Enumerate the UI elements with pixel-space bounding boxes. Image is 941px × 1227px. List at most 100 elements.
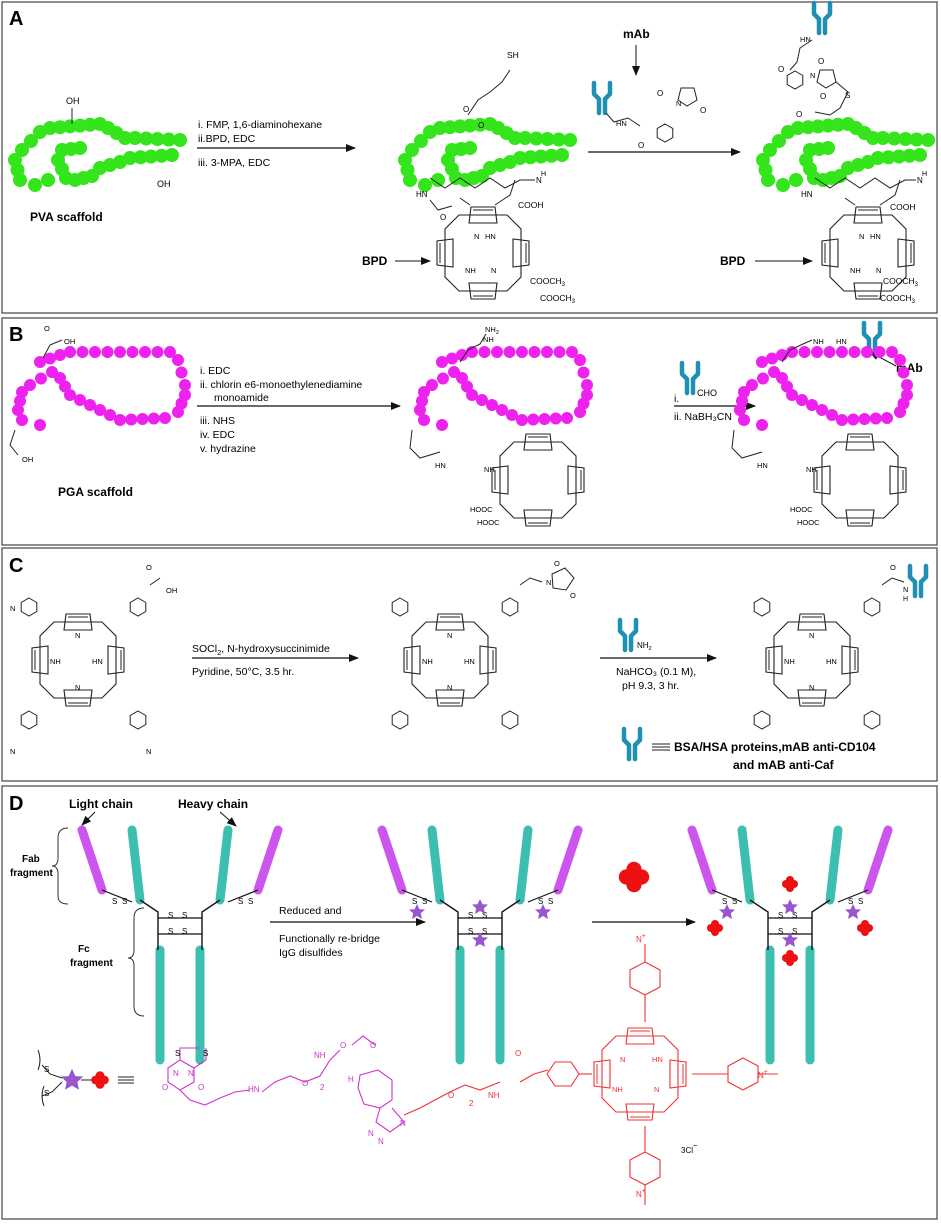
d-link-s2: S (203, 1049, 208, 1058)
pyridyl-porphyrin-3: NH HN N N (765, 613, 859, 707)
scaffold-bead (172, 406, 184, 418)
c1-pyr-n1: N (10, 604, 15, 613)
a-step-3: iii. 3-MPA, EDC (198, 157, 271, 169)
scaffold-bead (12, 404, 24, 416)
igg-chain-part (127, 825, 145, 905)
scaffold-bead (555, 148, 569, 162)
disulfide-s: S (182, 927, 187, 936)
star-icon (409, 904, 425, 919)
scaffold-bead (398, 153, 412, 167)
scaffold-bead (738, 386, 750, 398)
scaffold-bead (28, 178, 42, 192)
bpd-label-1: BPD (362, 254, 388, 268)
panel-a-label: A (9, 8, 23, 30)
red-cluster-icon (782, 876, 798, 892)
scaffold-bead (811, 119, 825, 134)
scaffold-bead (151, 346, 164, 358)
scaffold-bead (173, 133, 187, 147)
d-link-n3: N (368, 1129, 374, 1138)
scaffold-bead (541, 346, 553, 358)
scaffold-bead (463, 118, 477, 133)
scaffold-bead (756, 153, 770, 167)
scaffold-bead (528, 346, 541, 358)
scaffold-bead (756, 356, 768, 368)
c1-cooh-bond (149, 577, 161, 586)
hydrazide-nh2: NH2 (485, 325, 499, 336)
maleimide-o3: O (700, 106, 706, 115)
heavy-chain-pointer (219, 811, 237, 827)
h-a: H (541, 171, 546, 178)
antibody-icon (682, 363, 698, 393)
scaffold-bead (563, 133, 577, 147)
disulfide-s: S (538, 897, 543, 906)
scaffold-bead (14, 395, 26, 407)
final-a-succ (816, 69, 837, 89)
scaffold-bead (491, 346, 503, 358)
scaffold-bead (866, 131, 880, 145)
c3-hn: HN (826, 657, 837, 666)
panel-d: D Light chain Heavy chain Fab fragment F… (1, 785, 938, 1220)
scaffold-bead (76, 346, 89, 358)
a-step-1: i. FMP, 1,6-diaminohexane (198, 119, 322, 131)
scaffold-bead (887, 131, 902, 146)
d-link-hn: HN (248, 1085, 260, 1094)
scaffold-bead (125, 413, 138, 426)
scaffold-bead (24, 134, 38, 148)
d-por-hn: HN (652, 1055, 663, 1064)
scaffold-bead (789, 173, 803, 187)
disulfide-s: S (548, 897, 553, 906)
bpd2-n1: N (859, 232, 864, 241)
c3-h: H (903, 596, 908, 603)
scaffold-bead (831, 117, 845, 132)
scaffold-bead (534, 149, 548, 164)
panel-c-label: C (9, 555, 23, 577)
disulfide-s: S (468, 911, 473, 920)
pga-scaffold-chain (12, 346, 191, 431)
c2-pyridine-1 (391, 597, 409, 617)
scaffold-bead (437, 372, 449, 385)
red-cluster-icon (782, 950, 798, 966)
pga-oh-top: OH (64, 337, 75, 346)
fab-label-2: fragment (10, 868, 53, 879)
thiol-linker (467, 69, 511, 116)
scaffold-bead (443, 120, 457, 135)
scaffold-bead (738, 414, 750, 426)
igg-chain-part (768, 917, 812, 935)
scaffold-bead (133, 150, 148, 165)
scaffold-bead (154, 148, 169, 163)
ester-o: O (463, 105, 469, 114)
star-icon (535, 904, 551, 919)
b1-hooc1: HOOC (470, 505, 493, 514)
scaffold-bead (144, 149, 158, 164)
maleimide-benzene (656, 123, 674, 143)
scaffold-bead (8, 153, 22, 167)
scaffold-bead (436, 356, 448, 368)
c2-n2: N (447, 683, 452, 692)
scaffold-bead (577, 366, 590, 379)
igg-chain-part (825, 825, 843, 905)
scaffold-bead (433, 121, 447, 135)
scaffold-bead (476, 394, 488, 406)
d-peg-o: O (448, 1091, 454, 1100)
scaffold-bead (581, 379, 593, 391)
scaffold-bead (136, 413, 149, 425)
a-step-2: ii.BPD, EDC (198, 133, 256, 145)
igg-chain-part (501, 899, 521, 950)
red-cluster-icon (857, 920, 873, 936)
c1-pyr-n3: N (146, 747, 151, 756)
d-npy-1: N+ (636, 933, 646, 944)
scaffold-bead (821, 118, 835, 133)
scaffold-bead (446, 352, 458, 365)
scaffold-bead (453, 119, 467, 134)
scaffold-bead (756, 419, 768, 431)
bpd-porphyrin-2: N HN NH N (821, 206, 915, 300)
pga-bottom-acid (9, 429, 19, 456)
scaffold-bead (858, 413, 871, 425)
antibody-icon (814, 3, 830, 33)
scaffold-bead (414, 404, 426, 416)
igg-chain-part (749, 899, 769, 950)
c2-step-2: pH 9.3, 3 hr. (622, 680, 679, 692)
c-nh2: NH2 (637, 641, 652, 652)
scaffold-bead (901, 379, 913, 391)
